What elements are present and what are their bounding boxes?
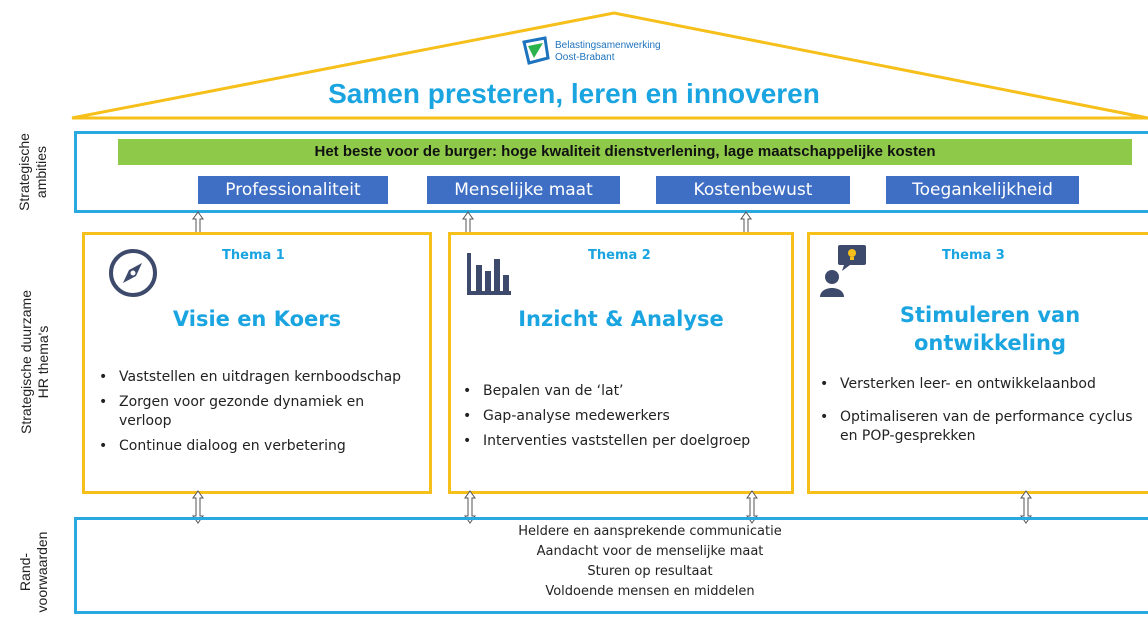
- randvoorwaarde-item: Voldoende mensen en middelen: [545, 584, 755, 599]
- side-label-rand: Rand- voorwaarden: [17, 522, 51, 622]
- logo-mark-icon: [522, 36, 550, 65]
- motto-title: Samen presteren, leren en innoveren: [328, 78, 820, 109]
- double-arrow-icon: [1020, 490, 1032, 524]
- ambition-menselijke-maat: Menselijke maat: [427, 176, 620, 204]
- roof-triangle: [71, 11, 1148, 120]
- theme-2-title: Inzicht & Analyse: [518, 307, 724, 331]
- ambition-kostenbewust: Kostenbewust: [656, 176, 850, 204]
- randvoorwaarden-list: Heldere en aansprekende communicatie Aan…: [300, 522, 1000, 602]
- list-item: Versterken leer- en ontwikkelaanbod: [814, 375, 1144, 394]
- randvoorwaarde-item: Heldere en aansprekende communicatie: [518, 524, 782, 539]
- compass-icon: [109, 249, 157, 297]
- list-item: Gap-analyse medewerkers: [457, 407, 777, 426]
- logo-line-1: Belastingsamenwerking: [555, 40, 661, 51]
- side-label-ambities-line2: ambities: [33, 145, 49, 199]
- randvoorwaarden-frame: [74, 517, 1148, 614]
- ambition-professionaliteit: Professionaliteit: [198, 176, 388, 204]
- side-label-ambities: Strategische ambities: [16, 127, 50, 217]
- randvoorwaarde-item: Sturen op resultaat: [587, 564, 713, 579]
- side-label-themas: Strategische duurzame HR thema's: [18, 262, 52, 462]
- side-label-themas-line1: Strategische duurzame: [18, 290, 34, 434]
- double-arrow-icon: [464, 490, 476, 524]
- theme-2-bullets: Bepalen van de ‘lat’ Gap-analyse medewer…: [457, 382, 777, 457]
- theme-1-bullets: Vaststellen en uitdragen kernboodschap Z…: [93, 368, 413, 462]
- person-idea-icon: [820, 245, 866, 297]
- theme-card-1: Thema 1 Visie en Koers Vaststellen en ui…: [82, 232, 432, 494]
- theme-3-bullets: Versterken leer- en ontwikkelaanbod Opti…: [814, 375, 1144, 452]
- side-label-ambities-line1: Strategische: [16, 133, 32, 211]
- theme-2-number: Thema 2: [588, 248, 651, 263]
- list-item: Continue dialoog en verbetering: [93, 437, 413, 456]
- side-label-rand-line2: voorwaarden: [34, 531, 50, 613]
- list-item: Zorgen voor gezonde dynamiek en verloop: [93, 393, 413, 431]
- bar-chart-icon: [467, 253, 511, 295]
- side-label-rand-line1: Rand-: [17, 552, 33, 592]
- logo-text: Belastingsamenwerking Oost-Brabant: [555, 40, 661, 64]
- theme-1-title: Visie en Koers: [172, 307, 342, 331]
- organisation-logo: Belastingsamenwerking Oost-Brabant: [521, 36, 751, 78]
- logo-line-2: Oost-Brabant: [555, 52, 615, 63]
- side-label-themas-line2: HR thema's: [35, 325, 51, 399]
- theme-card-3: Thema 3 Stimuleren van ontwikkeling Vers…: [807, 232, 1148, 494]
- theme-card-2: Thema 2 Inzicht & Analyse Bepalen van de…: [448, 232, 794, 494]
- theme-3-number: Thema 3: [942, 248, 1005, 263]
- double-arrow-icon: [192, 490, 204, 524]
- list-item: Interventies vaststellen per doelgroep: [457, 432, 777, 451]
- ambition-banner: Het beste voor de burger: hoge kwaliteit…: [118, 139, 1132, 165]
- randvoorwaarde-item: Aandacht voor de menselijke maat: [536, 544, 764, 559]
- list-item: Bepalen van de ‘lat’: [457, 382, 777, 401]
- theme-1-number: Thema 1: [222, 248, 285, 263]
- theme-3-title: Stimuleren van ontwikkeling: [899, 303, 1081, 355]
- ambition-toegankelijkheid: Toegankelijkheid: [886, 176, 1079, 204]
- double-arrow-icon: [746, 490, 758, 524]
- list-item: Vaststellen en uitdragen kernboodschap: [93, 368, 413, 387]
- ambitions-frame: [74, 131, 1148, 213]
- list-item: Optimaliseren van de performance cyclus …: [814, 408, 1144, 446]
